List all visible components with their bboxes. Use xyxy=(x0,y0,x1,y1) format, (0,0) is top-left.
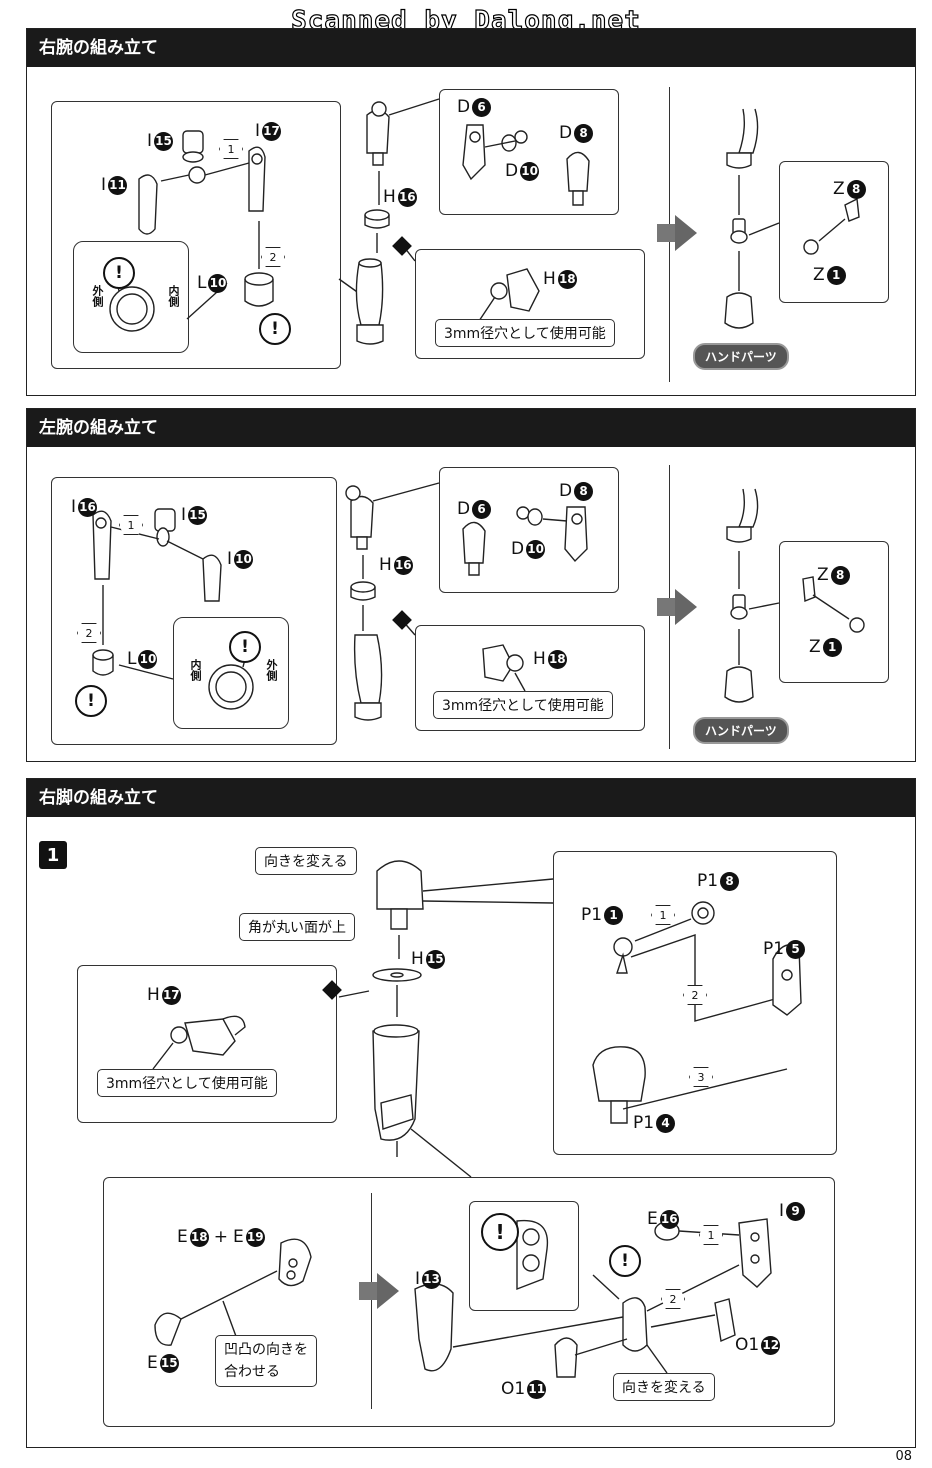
flow-arrow-icon xyxy=(657,215,697,251)
step-2-marker: 2 xyxy=(77,623,101,643)
hand-parts-badge: ハンドパーツ xyxy=(693,717,789,744)
note-rounded-side-up: 角が丸い面が上 xyxy=(239,913,355,941)
flow-arrow-icon xyxy=(657,589,697,625)
note-3mm-hole: 3mm径穴として使用可能 xyxy=(97,1069,277,1097)
section-left-arm: 左腕の組み立て xyxy=(26,408,916,762)
note-change-direction: 向きを変える xyxy=(613,1373,715,1401)
step-1-marker: 1 xyxy=(651,905,675,925)
outer-side-label: 外側 xyxy=(91,285,104,307)
inner-side-label: 内側 xyxy=(167,285,180,307)
flow-arrow-icon xyxy=(359,1273,399,1309)
section-title: 右腕の組み立て xyxy=(27,29,915,67)
section-title: 右脚の組み立て xyxy=(27,779,915,817)
warning-icon: ! xyxy=(229,631,261,663)
inner-side-label: 内側 xyxy=(189,659,202,681)
note-3mm-hole: 3mm径穴として使用可能 xyxy=(435,319,615,347)
step-1-marker: 1 xyxy=(219,139,243,159)
step-3-marker: 3 xyxy=(689,1067,713,1087)
divider xyxy=(371,1193,372,1409)
warning-icon: ! xyxy=(609,1245,641,1277)
note-align-notches: 凹凸の向きを合わせる xyxy=(215,1335,317,1387)
step-number-badge: 1 xyxy=(39,841,67,869)
step-2-marker: 2 xyxy=(261,247,285,267)
outer-side-label: 外側 xyxy=(265,659,278,681)
warning-icon: ! xyxy=(75,685,107,717)
step-2-marker: 2 xyxy=(683,985,707,1005)
warning-icon: ! xyxy=(103,257,135,289)
section-right-leg: 右脚の組み立て 1 xyxy=(26,778,916,1448)
section-right-arm: 右腕の組み立て xyxy=(26,28,916,396)
hand-parts-badge: ハンドパーツ xyxy=(693,343,789,370)
section-title: 左腕の組み立て xyxy=(27,409,915,447)
step-1-marker: 1 xyxy=(119,515,143,535)
left-arm-illustration xyxy=(27,409,915,761)
warning-icon: ! xyxy=(481,1213,519,1251)
step-2-marker: 2 xyxy=(661,1289,685,1309)
page-number: 08 xyxy=(895,1449,912,1464)
note-change-direction: 向きを変える xyxy=(255,847,357,875)
note-3mm-hole: 3mm径穴として使用可能 xyxy=(433,691,613,719)
right-leg-illustration xyxy=(27,779,915,1447)
step-1-marker: 1 xyxy=(699,1225,723,1245)
right-arm-illustration xyxy=(27,29,915,395)
warning-inset xyxy=(73,241,189,353)
warning-inset xyxy=(173,617,289,729)
warning-icon: ! xyxy=(259,313,291,345)
wrist-z-box xyxy=(779,541,889,683)
